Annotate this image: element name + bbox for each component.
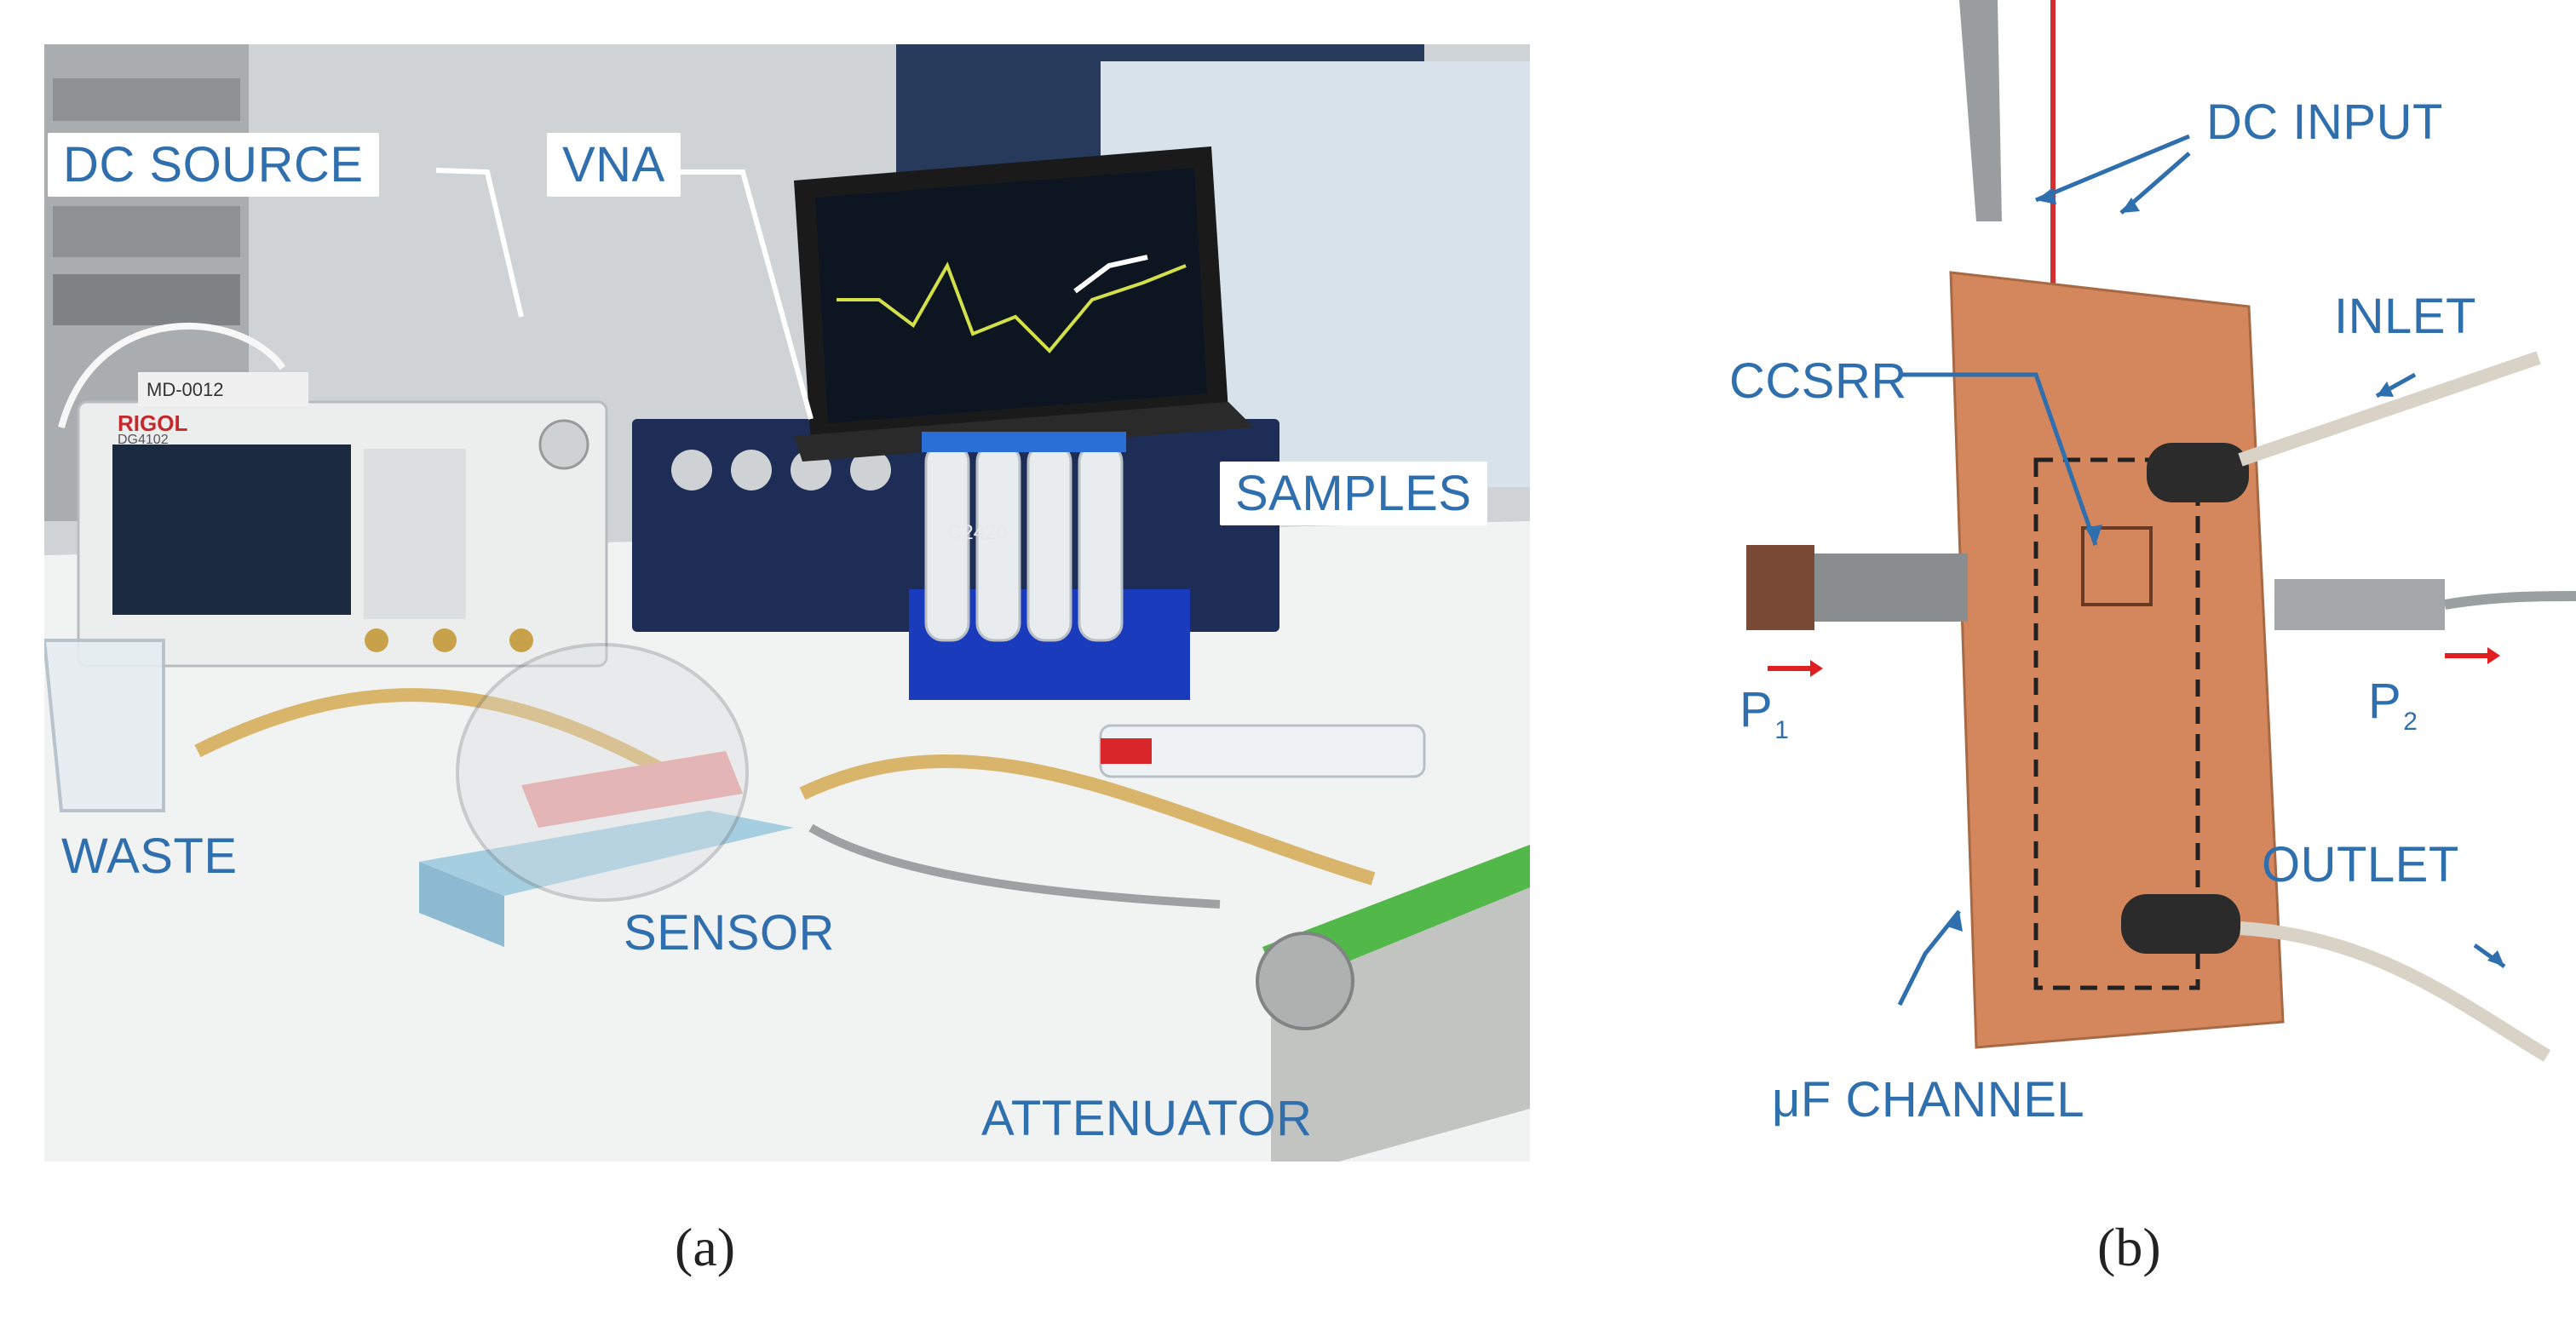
label-sensor: SENSOR [624,905,835,961]
alligator-clip [1959,0,2002,221]
ccsrr-structure [2081,526,2153,606]
annotation-arrows [435,168,1148,420]
label-vna: VNA [547,133,681,197]
inlet-fitting [2147,351,2541,502]
label-outlet: OUTLET [2262,837,2459,892]
device-brand-rigol: RIGOL [118,410,188,436]
caption-b: (b) [2097,1217,2161,1277]
syringe [1099,724,1426,778]
panel-a-photo: DC SOURCE VNA SAMPLES WASTE SENSOR ATTEN… [44,44,1530,1162]
dc-source-device [77,372,608,668]
panel-b-photo: DC INPUT INLET CCSRR OUTLET μF CHANNEL P… [1695,0,2576,1192]
blue-arrows [1897,134,2506,1007]
port1-sub: 1 [1774,716,1790,744]
vna-model: C2420 [947,521,1008,544]
waste-beaker [44,639,165,812]
port2-connector [2274,579,2576,630]
label-ccsrr: CCSRR [1729,353,1907,409]
label-waste: WASTE [61,829,238,884]
sensor-assembly [419,643,794,947]
label-dc-input: DC INPUT [2206,95,2443,150]
sensor-closeup-scene [1746,0,2576,1062]
label-channel: μF CHANNEL [1772,1072,2085,1127]
label-port1: P1 [1739,681,1789,744]
label-inlet: INLET [2334,289,2476,344]
attenuator-device [1256,845,1530,1162]
channel-outline [2033,457,2200,990]
samples-rack [909,432,1190,700]
label-port2: P2 [2368,673,2418,736]
port2-sub: 2 [2403,708,2418,736]
caption-a: (a) [675,1217,736,1277]
device-model: DG4102 [118,433,169,447]
laptop [794,146,1254,462]
label-attenuator: ATTENUATOR [981,1091,1313,1146]
label-samples: SAMPLES [1220,462,1487,525]
port1-connector [1746,545,1968,630]
outlet-fitting [2121,894,2551,1062]
lab-setup-scene [44,44,1530,1162]
port1-letter: P [1739,682,1774,737]
sensor-highlight-ellipse [456,643,749,902]
port2-letter: P [2368,674,2402,729]
label-dc-source: DC SOURCE [48,133,379,197]
asset-tag: MD-0012 [147,379,224,400]
